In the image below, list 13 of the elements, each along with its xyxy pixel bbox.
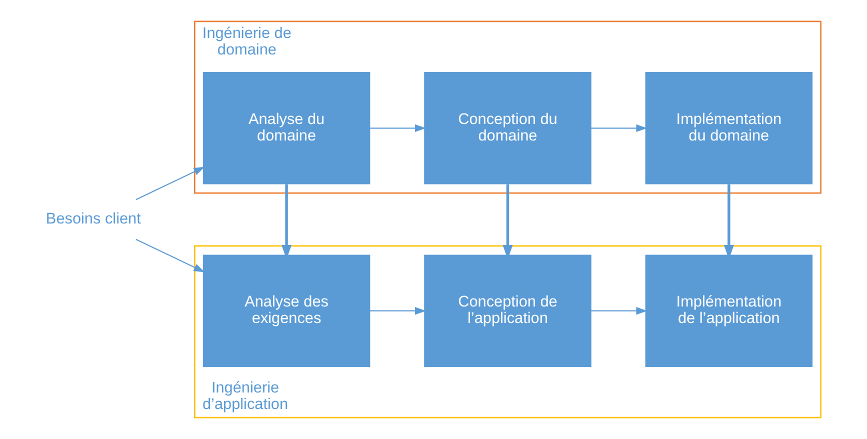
node-text: Besoins client: [45, 210, 140, 228]
arrow: [369, 124, 426, 132]
node-box: Conception du domaine: [424, 72, 591, 184]
arrow: [369, 306, 426, 315]
arrow: [135, 166, 204, 200]
node-box: Analyse du domaine: [202, 72, 370, 184]
node-box: Conception de l’application: [424, 254, 591, 367]
node-box: Implémentation du domaine: [644, 72, 812, 184]
arrow: [590, 124, 647, 132]
arrow: [135, 238, 204, 272]
node-box: Implémentation de l’application: [644, 254, 812, 367]
node-box: Analyse des exigences: [202, 254, 370, 367]
arrow: [590, 306, 647, 315]
